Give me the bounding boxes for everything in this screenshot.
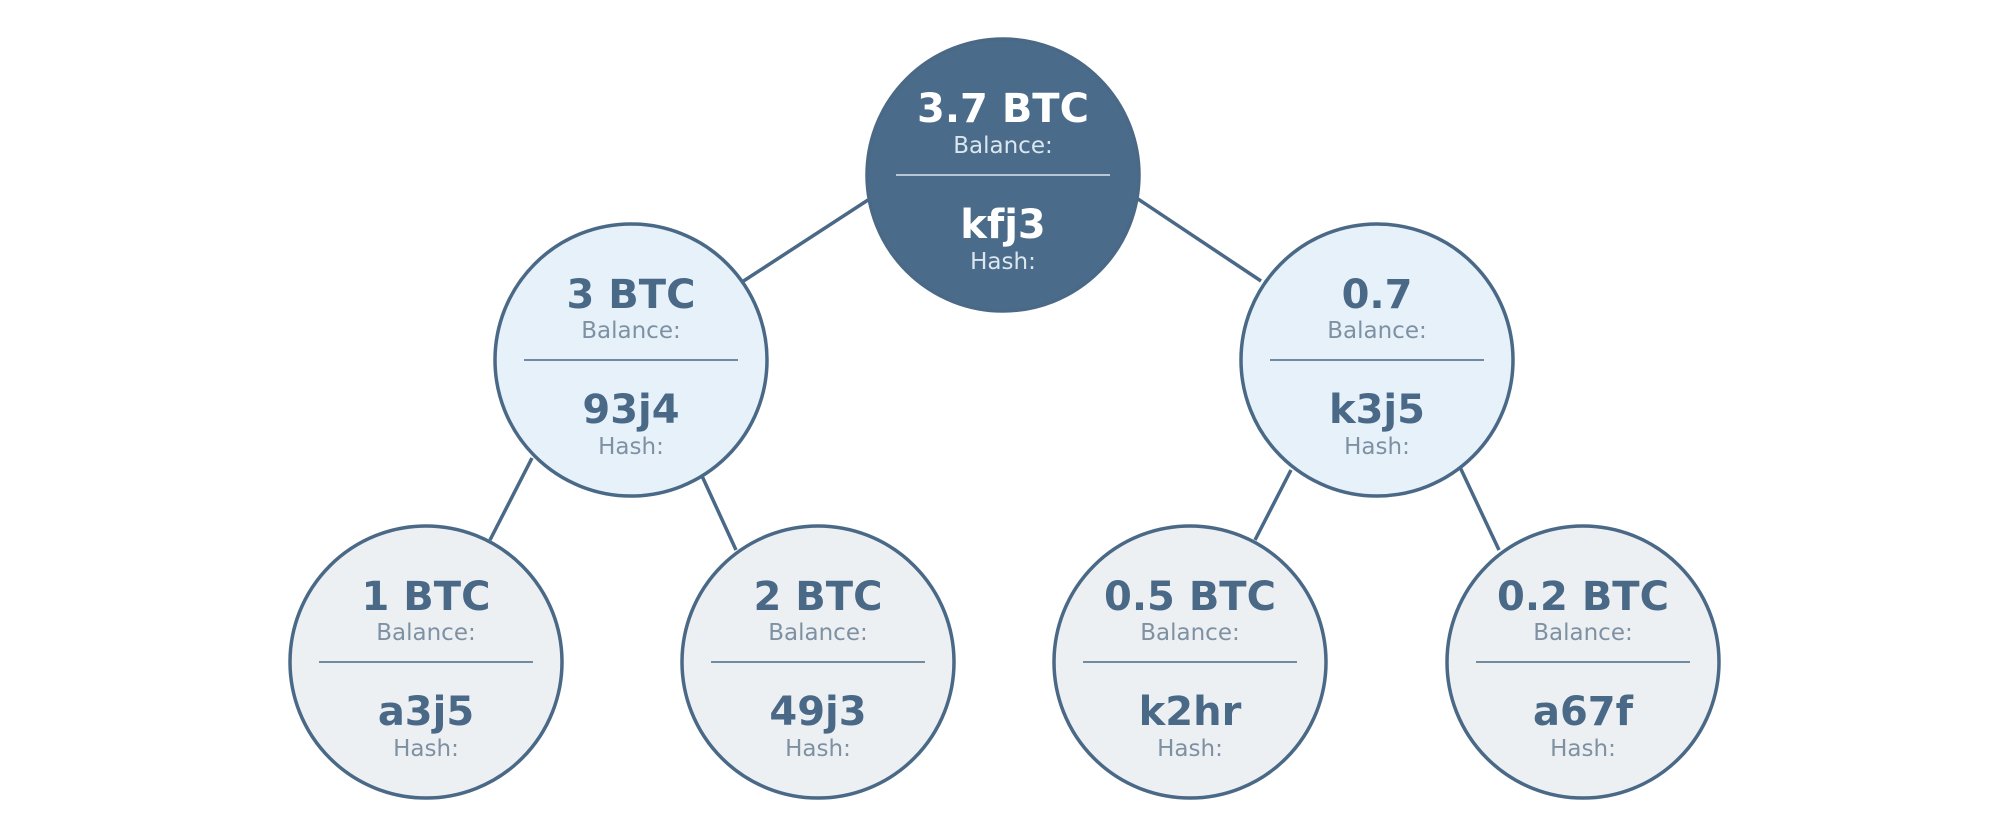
hash-value: a67f [1533, 689, 1634, 735]
hash-label: Hash: [970, 249, 1036, 275]
balance-value: 2 BTC [754, 574, 883, 620]
hash-label: Hash: [1157, 736, 1223, 762]
balance-value: 0.7 [1342, 272, 1413, 318]
balance-label: Balance: [581, 318, 680, 344]
balance-label: Balance: [1140, 620, 1239, 646]
tree-node-leaf-4: 0.2 BTC Balance: a67f Hash: [1445, 524, 1721, 800]
edge-root-left [741, 198, 869, 284]
balance-value: 3 BTC [567, 272, 696, 318]
hash-value: 93j4 [582, 387, 679, 433]
tree-node-leaf-2: 2 BTC Balance: 49j3 Hash: [680, 524, 956, 800]
balance-value: 1 BTC [362, 574, 491, 620]
tree-node-right: 0.7 Balance: k3j5 Hash: [1239, 222, 1515, 498]
balance-value: 0.2 BTC [1497, 574, 1669, 620]
edge-root-right [1137, 197, 1262, 283]
hash-value: 49j3 [769, 689, 866, 735]
balance-label: Balance: [1533, 620, 1632, 646]
tree-node-leaf-3: 0.5 BTC Balance: k2hr Hash: [1052, 524, 1328, 800]
balance-label: Balance: [376, 620, 475, 646]
hash-label: Hash: [785, 736, 851, 762]
hash-value: a3j5 [378, 689, 474, 735]
balance-value: 3.7 BTC [917, 86, 1089, 132]
hash-value: kfj3 [960, 202, 1046, 248]
hash-label: Hash: [1550, 736, 1616, 762]
edge-right-leaf-4 [1457, 464, 1501, 551]
tree-node-left: 3 BTC Balance: 93j4 Hash: [493, 222, 769, 498]
hash-value: k3j5 [1329, 387, 1425, 433]
edge-left-leaf-2 [700, 475, 738, 551]
tree-node-leaf-1: 1 BTC Balance: a3j5 Hash: [288, 524, 564, 800]
tree-node-root: 3.7 BTC Balance: kfj3 Hash: [865, 37, 1141, 313]
balance-value: 0.5 BTC [1104, 574, 1276, 620]
edge-right-leaf-3 [1253, 469, 1293, 541]
hash-label: Hash: [1344, 434, 1410, 460]
hash-label: Hash: [393, 736, 459, 762]
hash-label: Hash: [598, 434, 664, 460]
tree-edges [488, 197, 1501, 551]
balance-label: Balance: [1327, 318, 1426, 344]
hash-value: k2hr [1139, 689, 1242, 735]
balance-label: Balance: [768, 620, 867, 646]
balance-label: Balance: [953, 133, 1052, 159]
edge-left-leaf-1 [488, 457, 534, 541]
